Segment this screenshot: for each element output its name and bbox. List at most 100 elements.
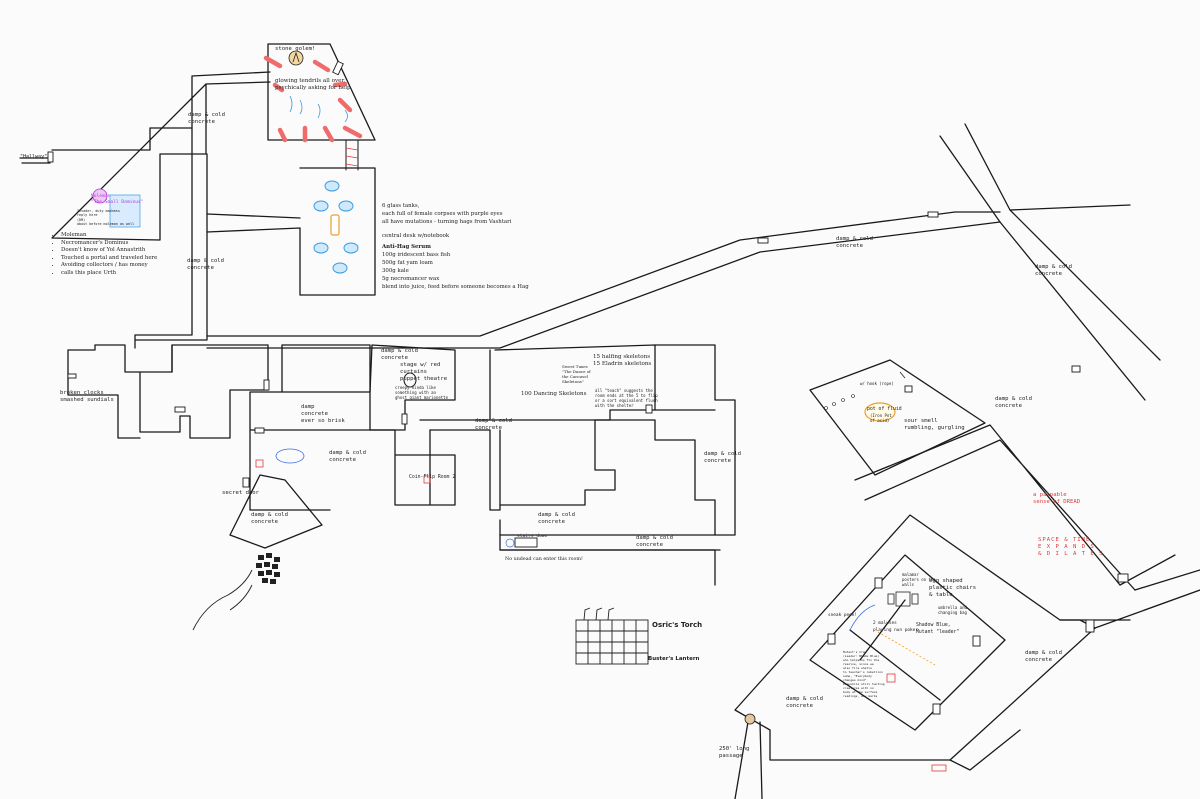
red-marker-1 xyxy=(255,459,264,468)
tendrils-label: glowing tendrils all over, psychically a… xyxy=(275,78,351,91)
moleman-bullet: Moleman xyxy=(61,232,157,240)
pot-sub-label: (Iron Pot of acid) xyxy=(870,413,892,423)
door-12 xyxy=(1117,573,1129,583)
tanks xyxy=(313,180,359,274)
inner-divider xyxy=(849,599,941,701)
hundred-skeletons-label: 100 Dancing Skeletons xyxy=(521,391,587,397)
damp-cold-label-11: damp & cold concrete xyxy=(1035,264,1073,277)
torch-label: Osric's Torch xyxy=(652,621,703,629)
tanks-line: each full of female corpses with purple … xyxy=(382,211,503,217)
skeleton-note-label: all "teach" suggests the room ends at th… xyxy=(595,388,658,408)
rubble-pile xyxy=(256,553,280,584)
passage-tick-1 xyxy=(899,371,906,379)
corridor-mid-2 xyxy=(369,429,456,506)
corridor-mid-3 xyxy=(499,419,716,536)
damp-cold-label-7: damp & cold concrete xyxy=(538,512,576,525)
damp-cold-label-6: damp & cold concrete xyxy=(475,418,513,431)
damp-brisk-label: damp concrete ever so brisk xyxy=(301,404,345,424)
tendril-7 xyxy=(277,127,288,143)
passage-south xyxy=(734,721,763,799)
corridor-mid-1 xyxy=(419,419,501,511)
sour-smell-label: sour smell rumbling, gurgling xyxy=(904,418,965,431)
damp-cold-label-10: damp & cold concrete xyxy=(836,236,874,249)
moleman-bullet: Touched a portal and traveled here xyxy=(61,255,157,263)
serum-ingredient: 300g kale xyxy=(382,268,409,274)
central-desk xyxy=(330,214,340,236)
moleman-blue-box xyxy=(109,194,141,228)
corridor-ne-upper xyxy=(939,123,1161,401)
door-15 xyxy=(827,633,836,645)
palpable-dread-label: a palpable sense of DREAD xyxy=(1033,492,1081,505)
moleman-note-label: Invader, duty madness reply here (DM) ab… xyxy=(77,209,135,227)
maluses-label: 2 maluses playing nun poker xyxy=(873,621,918,633)
pot-of-fluid xyxy=(864,402,896,422)
tendril-1 xyxy=(263,55,283,69)
stairs-down-label: stairs down xyxy=(517,534,548,539)
golem-icon xyxy=(288,50,304,66)
malamar-note-label: malamar posters on the walls xyxy=(902,572,936,587)
tendril-4 xyxy=(337,97,353,113)
passage-marker xyxy=(744,713,756,725)
damp-cold-label-13: damp & cold concrete xyxy=(1025,650,1063,663)
stage-room xyxy=(369,344,456,431)
mutant-notes-label: Mutant's Crew (Leader: Blade Blue) who h… xyxy=(843,650,885,698)
damp-cold-label-4: damp & cold concrete xyxy=(329,450,367,463)
moleman-portrait xyxy=(92,188,108,204)
golem-passage-hatch xyxy=(345,147,359,167)
tendril-9 xyxy=(272,82,285,93)
corridor-south xyxy=(499,519,721,551)
no-undead-label: No undead can enter this room! xyxy=(505,557,583,562)
door-10 xyxy=(927,211,939,218)
door-1 xyxy=(47,151,54,163)
egg-chairs-label: egg shaped plastic chairs & table xyxy=(929,578,977,598)
halfling-skeletons-label: 15 halfing skeletons 15 Eladrin skeleton… xyxy=(593,354,652,367)
moleman-room-wall xyxy=(51,71,271,241)
damp-cold-label-1: damp & cold concrete xyxy=(188,112,226,125)
door-9 xyxy=(757,237,769,244)
golem-room xyxy=(267,43,376,141)
door-7 xyxy=(401,413,408,425)
stone-golem-label: stone golem! xyxy=(275,46,316,52)
red-marker-3 xyxy=(886,673,896,683)
theatre-note-label: Sweet Tuxes "The Dance of the Carousel S… xyxy=(562,364,591,384)
golem-passage xyxy=(345,139,359,171)
desk-line: central desk w/notebook xyxy=(382,233,450,239)
golem-decorations xyxy=(263,50,363,167)
door-6 xyxy=(254,427,265,434)
hooks-label: w/ hook (rope) xyxy=(860,381,894,386)
door-18 xyxy=(904,385,913,393)
corridor-lower-east xyxy=(1059,589,1200,629)
shadow-blue-label: Shadow Blue, Mutant "leader" xyxy=(916,623,960,635)
serum-title: Anti-Hag Serum xyxy=(382,244,431,250)
broken-clocks-label: broken clocks smashed sundials xyxy=(60,390,114,403)
moleman-bullet: Necromancer's Dominus xyxy=(61,240,157,248)
door-13 xyxy=(1085,619,1095,633)
tendril-6 xyxy=(342,125,363,139)
tank-4 xyxy=(313,242,329,254)
door-17 xyxy=(932,703,941,715)
door-4 xyxy=(174,406,186,413)
sneak-peek-label: sneak peek! xyxy=(828,613,858,618)
tank-6 xyxy=(332,262,348,274)
door-3 xyxy=(67,373,77,379)
door-16 xyxy=(972,635,981,647)
passage-label: 250' long passage xyxy=(719,746,750,759)
moleman-bullet-list: Moleman Necromancer's Dominus Doesn't kn… xyxy=(52,232,157,277)
tank-1 xyxy=(324,180,340,192)
space-time-label: SPACE & TIME E X P A N D S & D I L A T E… xyxy=(1038,537,1104,557)
tendril-5 xyxy=(322,125,335,143)
table-chairs xyxy=(887,591,919,607)
moleman-bullet: Doesn't know of Yol Annastrith xyxy=(61,247,157,255)
damp-cold-label-2: damp & cold concrete xyxy=(187,258,225,271)
corridor-north-west xyxy=(19,157,51,164)
torch-grid xyxy=(575,607,649,665)
inner-room xyxy=(809,554,1006,731)
pot-fluid-label: pot of fluid xyxy=(867,407,902,412)
stage-label: stage w/ red curtains puppet theatre xyxy=(400,362,448,382)
corridor-bottom-east xyxy=(949,729,1021,771)
tank-room xyxy=(206,167,376,296)
skeleton-hall-right xyxy=(654,344,736,536)
damp-cold-label-14: damp & cold concrete xyxy=(786,696,824,709)
stairs-down-box xyxy=(514,537,538,548)
